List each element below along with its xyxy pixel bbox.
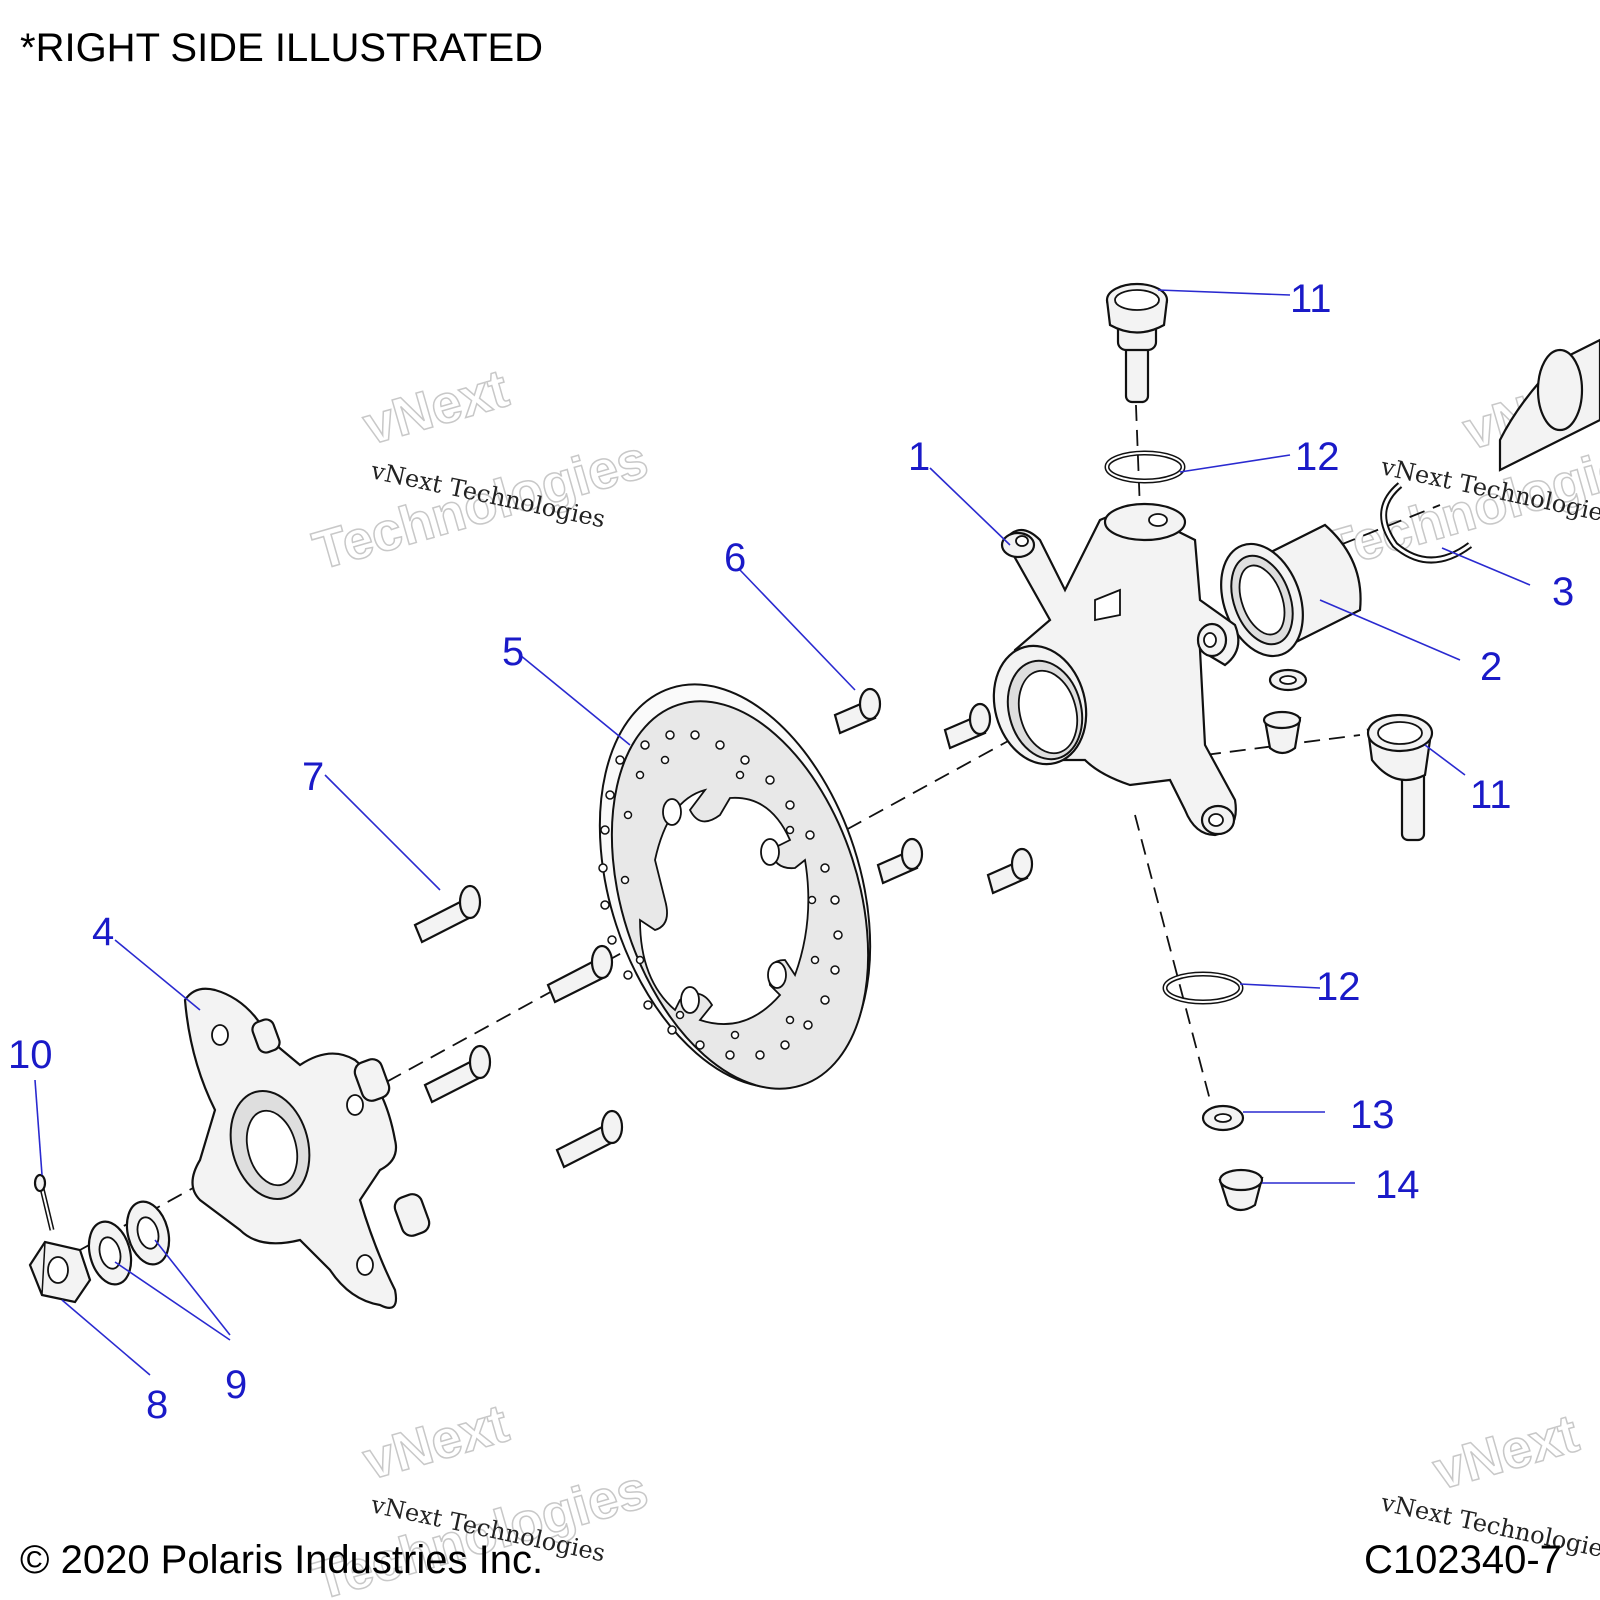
callout-3: 3 — [1552, 570, 1574, 614]
nut-14 — [1218, 1168, 1264, 1212]
leader-lines — [34, 289, 1531, 1376]
callout-12-lower: 12 — [1316, 965, 1361, 1009]
ball-joint-upper — [1105, 282, 1169, 404]
svg-text:vNext: vNext — [357, 1393, 515, 1491]
watermark-top-left: vNext Technologies vNext Technologies — [306, 358, 655, 583]
steering-knuckle — [992, 502, 1240, 837]
washer-9-b — [125, 1200, 171, 1266]
snap-ring-upper — [1104, 450, 1186, 484]
callout-2: 2 — [1480, 645, 1502, 689]
stud-7 — [413, 884, 482, 944]
callout-7: 7 — [302, 755, 324, 799]
callout-8: 8 — [146, 1383, 168, 1427]
callout-9: 9 — [225, 1363, 247, 1407]
copyright-note: © 2020 Polaris Industries Inc. — [20, 1538, 544, 1582]
svg-text:vNext: vNext — [1427, 1403, 1585, 1501]
ball-joint-lower — [1366, 713, 1434, 842]
header-note: *RIGHT SIDE ILLUSTRATED — [20, 26, 544, 70]
disc-holes — [598, 730, 843, 1060]
callout-13: 13 — [1350, 1093, 1395, 1137]
callout-1: 1 — [908, 435, 930, 479]
svg-text:vNext: vNext — [357, 358, 515, 456]
callout-11-lower: 11 — [1470, 773, 1512, 817]
bolt-knuckle-a — [943, 702, 992, 750]
bolt-knuckle-b — [876, 837, 924, 885]
callout-10: 10 — [8, 1033, 53, 1077]
washer-upper — [1268, 668, 1308, 692]
stud-c — [555, 1109, 624, 1169]
cotter-pin — [33, 1173, 55, 1231]
wheel-hub — [183, 987, 431, 1309]
washer-9-a — [87, 1220, 133, 1286]
callout-14: 14 — [1375, 1163, 1420, 1207]
callout-11-upper: 11 — [1290, 277, 1332, 321]
callout-5: 5 — [502, 630, 524, 674]
wheel-bearing — [1220, 523, 1362, 658]
retaining-ring — [1380, 482, 1473, 564]
stud-a — [546, 944, 614, 1004]
nut-upper — [1262, 710, 1302, 755]
bolt-knuckle-c — [986, 847, 1034, 895]
castle-nut — [28, 1240, 92, 1304]
brake-disc — [598, 683, 872, 1090]
callouts: 1 2 3 4 5 6 7 8 9 10 11 11 12 12 13 14 — [8, 277, 1574, 1427]
callout-6: 6 — [724, 536, 746, 580]
snap-ring-lower — [1162, 971, 1244, 1005]
callout-12-upper: 12 — [1295, 435, 1340, 479]
drive-shaft-partial — [1498, 338, 1600, 472]
bolt-6 — [833, 687, 882, 735]
stud-b — [423, 1044, 492, 1104]
washer-13 — [1201, 1104, 1245, 1132]
callout-4: 4 — [92, 910, 114, 954]
figure-id: C102340-7 — [1364, 1538, 1562, 1582]
